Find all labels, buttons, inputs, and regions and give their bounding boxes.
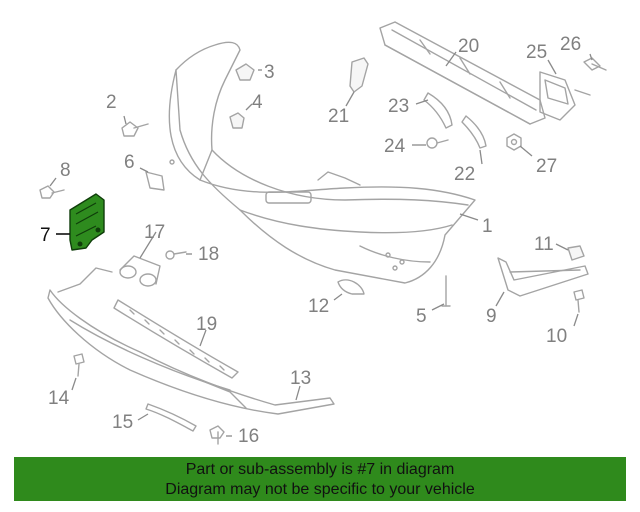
parts-diagram: 1 2 3 4 5 6 7 8 9 10 11 12 13 14 15 16 1…: [39, 21, 607, 447]
bolt-2: [121, 121, 149, 137]
rail-9: [497, 257, 589, 297]
callout-21: 21: [328, 106, 349, 127]
grille-strip-19: [113, 299, 239, 379]
callout-22: 22: [454, 164, 475, 185]
clip-3: [235, 63, 255, 81]
callout-2: 2: [106, 92, 117, 113]
callout-14: 14: [48, 388, 70, 409]
nut-27: [506, 133, 522, 151]
callout-5: 5: [416, 306, 427, 327]
diffuser-13: [47, 267, 335, 415]
bracket-7-highlighted: [69, 193, 105, 251]
callout-26: 26: [560, 34, 581, 55]
bolt-16: [209, 425, 225, 445]
exhaust-tips-17: [119, 255, 161, 287]
clip-11: [567, 245, 585, 261]
callout-10: 10: [546, 326, 567, 347]
callout-15: 15: [112, 412, 133, 433]
banner-line-2: Diagram may not be specific to your vehi…: [165, 481, 475, 498]
screw-18: [165, 250, 187, 260]
callout-25: 25: [526, 42, 547, 63]
bumper-cover: [168, 41, 476, 284]
callout-8: 8: [60, 160, 71, 181]
leader-lines: [49, 51, 593, 437]
banner-line-1: Part or sub-assembly is #7 in diagram: [185, 461, 455, 478]
callout-1: 1: [482, 216, 493, 237]
trim-strip-15: [145, 403, 197, 432]
bracket-box: [539, 71, 591, 121]
bolt-26: [583, 57, 607, 71]
plate-6: [145, 171, 165, 191]
reinforcement-beam: [379, 21, 546, 125]
callout-19: 19: [196, 314, 217, 335]
bracket-23: [423, 92, 453, 129]
clip-4: [229, 112, 245, 129]
callout-12: 12: [308, 296, 329, 317]
screw-24: [426, 137, 449, 149]
bracket-21: [349, 57, 369, 93]
screw-10: [573, 289, 585, 313]
callout-6: 6: [124, 152, 135, 173]
callout-18: 18: [198, 244, 219, 265]
callout-20: 20: [458, 36, 479, 57]
screw-14: [73, 353, 85, 377]
callout-3: 3: [264, 62, 275, 83]
callout-4: 4: [252, 92, 263, 113]
bolt-8: [39, 185, 65, 199]
callout-labels: 1 2 3 4 5 6 7 8 9 10 11 12 13 14 15 16 1…: [40, 34, 581, 447]
callout-24: 24: [384, 136, 406, 157]
bracket-22: [461, 115, 487, 149]
callout-17: 17: [144, 222, 165, 243]
callout-16: 16: [238, 426, 259, 447]
callout-23: 23: [388, 96, 409, 117]
callout-9: 9: [486, 306, 497, 327]
callout-27: 27: [536, 156, 557, 177]
bolt-5: [441, 275, 451, 307]
callout-11: 11: [534, 234, 554, 255]
callout-7: 7: [40, 225, 51, 246]
info-banner: Part or sub-assembly is #7 in diagram Di…: [14, 457, 626, 501]
reflector-12: [337, 279, 365, 295]
callout-13: 13: [290, 368, 311, 389]
